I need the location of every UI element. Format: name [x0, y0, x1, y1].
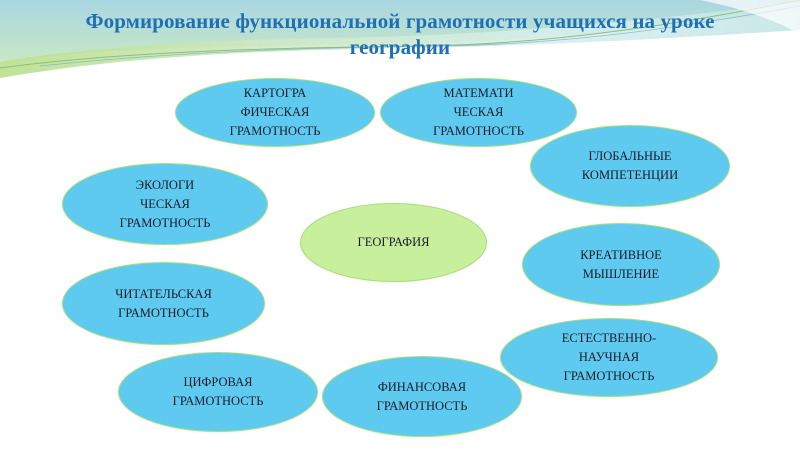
node-science-literacy: ЕСТЕСТВЕННО- НАУЧНАЯ ГРАМОТНОСТЬ: [500, 318, 718, 397]
node-cartographic-literacy: КАРТОГРА ФИЧЕСКАЯ ГРАМОТНОСТЬ: [175, 78, 375, 147]
node-ecological-literacy: ЭКОЛОГИ ЧЕСКАЯ ГРАМОТНОСТЬ: [62, 163, 268, 245]
node-label: ЕСТЕСТВЕННО- НАУЧНАЯ ГРАМОТНОСТЬ: [561, 331, 657, 383]
node-label: МАТЕМАТИ ЧЕСКАЯ ГРАМОТНОСТЬ: [433, 86, 524, 138]
node-financial-literacy: ФИНАНСОВАЯ ГРАМОТНОСТЬ: [322, 356, 522, 437]
node-label: ЧИТАТЕЛЬСКАЯ ГРАМОТНОСТЬ: [115, 286, 212, 320]
node-label: КАРТОГРА ФИЧЕСКАЯ ГРАМОТНОСТЬ: [229, 86, 321, 138]
node-label: ЭКОЛОГИ ЧЕСКАЯ ГРАМОТНОСТЬ: [119, 177, 211, 230]
node-global-competencies: ГЛОБАЛЬНЫЕ КОМПЕТЕНЦИИ: [530, 125, 730, 207]
node-reading-literacy: ЧИТАТЕЛЬСКАЯ ГРАМОТНОСТЬ: [62, 262, 265, 345]
node-center-geography: ГЕОГРАФИЯ: [300, 203, 487, 282]
node-label: КРЕАТИВНОЕ МЫШЛЕНИЕ: [580, 247, 662, 281]
node-label: ГЕОГРАФИЯ: [357, 235, 430, 249]
node-label: ГЛОБАЛЬНЫЕ КОМПЕТЕНЦИИ: [581, 149, 679, 182]
node-creative-thinking: КРЕАТИВНОЕ МЫШЛЕНИЕ: [522, 223, 720, 306]
node-label: ЦИФРОВАЯ ГРАМОТНОСТЬ: [172, 375, 264, 408]
title-line-2: географии: [349, 35, 451, 59]
node-label: ФИНАНСОВАЯ ГРАМОТНОСТЬ: [376, 379, 468, 413]
node-digital-literacy: ЦИФРОВАЯ ГРАМОТНОСТЬ: [118, 352, 318, 432]
title-line-1: Формирование функциональной грамотности …: [85, 9, 715, 33]
slide-title: Формирование функциональной грамотности …: [20, 8, 780, 60]
node-mathematical-literacy: МАТЕМАТИ ЧЕСКАЯ ГРАМОТНОСТЬ: [380, 78, 577, 147]
